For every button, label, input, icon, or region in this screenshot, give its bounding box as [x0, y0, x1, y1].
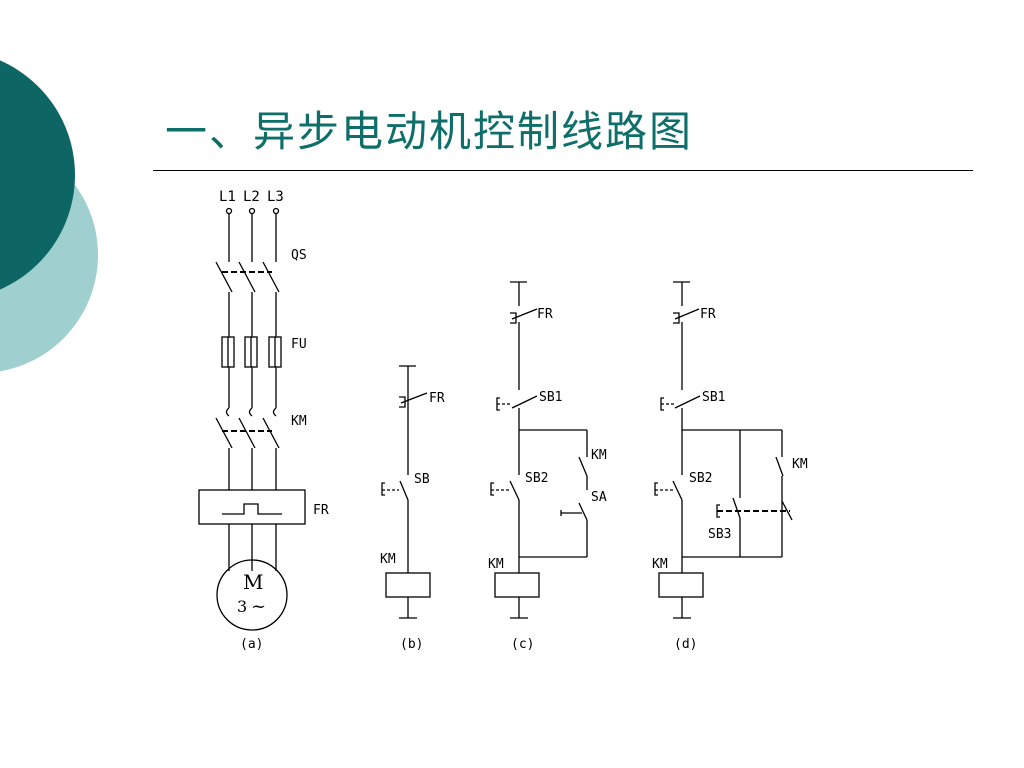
label-qs: QS: [291, 248, 307, 263]
slide-title: 一、异步电动机控制线路图: [165, 107, 694, 156]
coil-km-c: [494, 572, 540, 598]
label-km-coil-c: KM: [488, 557, 504, 572]
coil-km-d: [658, 572, 704, 598]
label-fr-b: FR: [429, 391, 445, 406]
label-fr-d: FR: [700, 307, 716, 322]
label-sa-c: SA: [591, 490, 607, 505]
caption-a: (a): [240, 637, 263, 652]
label-sb1-d: SB1: [702, 390, 725, 405]
title-divider: [153, 170, 973, 171]
motor-letter: M: [243, 570, 263, 594]
label-km-b: KM: [380, 552, 396, 567]
circuit-b-control: FR SB KM (b): [380, 365, 445, 652]
label-sb-b: SB: [414, 472, 430, 487]
label-sb3-d: SB3: [708, 527, 731, 542]
label-km-coil-d: KM: [652, 557, 668, 572]
coil-km-b: [385, 572, 431, 598]
label-sb2-c: SB2: [525, 471, 548, 486]
motor-symbol: [216, 559, 288, 631]
label-fu: FU: [291, 337, 307, 352]
motor-phase: 3: [237, 597, 247, 616]
circuit-a-main: L1 L2 L3 QS FU KM FR M 3 ~ (a): [198, 189, 329, 652]
label-km-main: KM: [291, 414, 307, 429]
label-km-contact-c: KM: [591, 448, 607, 463]
caption-d: (d): [674, 637, 697, 652]
caption-b: (b): [400, 637, 423, 652]
label-km-contact-d: KM: [792, 457, 808, 472]
caption-c: (c): [511, 637, 534, 652]
label-sb1-c: SB1: [539, 390, 562, 405]
circuit-c-control: FR SB1 KM SA SB2 KM (c): [488, 281, 607, 652]
motor-ac-symbol: ~: [251, 596, 266, 617]
label-l2: L2: [243, 189, 260, 205]
circuit-d-control: FR SB1 KM SB3 SB2 KM (d): [652, 281, 808, 652]
decorative-circles: [0, 60, 98, 372]
label-sb2-d: SB2: [689, 471, 712, 486]
label-fr-main: FR: [313, 503, 329, 518]
label-l3: L3: [267, 189, 284, 205]
label-fr-c: FR: [537, 307, 553, 322]
label-l1: L1: [219, 189, 236, 205]
dark-circle: [0, 60, 75, 290]
